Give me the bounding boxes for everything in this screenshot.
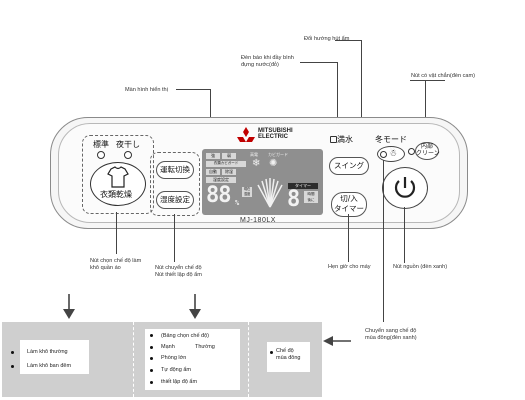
lcd-snowflake-icon: ❄ [252, 158, 261, 169]
lcd-icon-label-2: カビガード [268, 152, 288, 157]
annotation-internal-clean: Nút có vật chắn(đèn cam) [411, 73, 476, 79]
operation-modes-box [145, 329, 240, 390]
bullet [150, 357, 153, 360]
annotation-swing-direction: Đổi hướng hút ẩm [304, 36, 350, 42]
mode-option-normal: Thường [195, 344, 215, 350]
mode-switch-button[interactable]: 運転切換 [156, 161, 194, 179]
annotation-winter-mode: Chuyển sang chế độ mùa đông(đèn xanh) [365, 328, 417, 341]
lcd-hours-label: 時間 後に [304, 191, 318, 203]
swing-button[interactable]: スイング [329, 157, 369, 175]
brand-line-2: ELECTRIC [258, 134, 288, 140]
mode-humidity-group [150, 152, 200, 216]
annotation-tank-full: Đèn báo khi đầy bình đựng nước(đỏ) [241, 55, 294, 68]
brand-line-1: MITSUBISHI [258, 128, 293, 134]
lcd-cell-dehumidify: 除湿 [222, 169, 236, 175]
annotation-timer: Hẹn giờ cho máy [328, 264, 371, 270]
lcd-percent-unit: % [235, 199, 240, 207]
night-dry-label: 夜干し [116, 140, 140, 149]
clothes-dry-button[interactable]: 衣類乾燥 [90, 162, 146, 206]
column-separator [133, 322, 134, 397]
lcd-cell-strong: 強 [206, 153, 220, 159]
arrow-left-icon [323, 336, 351, 346]
winter-mode-label: 冬モード [375, 135, 407, 144]
water-full-label: 満水 [337, 135, 353, 144]
mode-option-winter: Chế độ mùa đông [276, 348, 301, 361]
water-full-indicator-icon [330, 136, 337, 143]
annotation-display-screen: Màn hình hiển thị [125, 87, 168, 93]
clothes-dry-group [82, 135, 154, 214]
lcd-cell-humidity-set: 湿度設定 [206, 177, 236, 183]
bullet [270, 351, 273, 354]
lcd-cell-mold-guard: 衣類カビガード [206, 161, 246, 167]
annotation-mode-humidity: Nút chuyển chế độ Nút thiết lập độ ẩm [155, 265, 202, 278]
bullet [11, 365, 14, 368]
lcd-humidity-digits: 88 [206, 183, 231, 208]
mode-option-strong: Mạnh [161, 344, 175, 350]
mode-option-large-room: Phòng lớn [161, 355, 187, 361]
night-dry-led [124, 151, 132, 159]
bullet [150, 334, 153, 337]
annotation-power: Nút nguồn (đèn xanh) [393, 264, 448, 270]
mitsubishi-logo-icon [237, 127, 255, 142]
column-separator [248, 322, 249, 397]
standard-led [97, 151, 105, 159]
mode-table-header: (Bảng chọn chế độ) [161, 333, 210, 339]
fan-swing-icon [257, 178, 283, 208]
annotation-clothes-dry: Nút chọn chế độ làm khô quần áo [90, 258, 142, 271]
bullet [150, 381, 153, 384]
timer-button[interactable]: 切/入 タイマー [331, 192, 367, 217]
internal-clean-button[interactable]: 内部 クリーン [415, 142, 440, 160]
mode-option-auto-humidity: Tự động ẩm [161, 367, 191, 373]
lcd-cell-weak: 弱 [222, 153, 236, 159]
mode-option-night-dry: Làm khô ban đêm [27, 363, 72, 369]
lcd-cell-auto: 自動 [206, 169, 220, 175]
lcd-current-humidity-label: 現在 湿度 [242, 187, 252, 197]
model-number: MJ-180LX [240, 217, 276, 224]
internal-clean-led [408, 148, 415, 155]
lcd-timer-digit: 8 [287, 187, 301, 212]
lcd-sun-icon: ✺ [269, 158, 278, 169]
winter-mode-button[interactable]: ☃ [377, 146, 405, 162]
bullet [11, 351, 14, 354]
brand-name: MITSUBISHI ELECTRIC [258, 128, 293, 140]
arrow-down-icon [63, 294, 75, 319]
lcd-display: 強 弱 衣類カビガード 自動 除湿 湿度設定 88 % 現在 湿度 高電 カビガ… [202, 149, 323, 215]
lcd-timer-label: タイマー [288, 183, 318, 189]
clothes-dry-modes-box [20, 340, 89, 374]
mode-option-normal-dry: Làm khô thường [27, 349, 68, 355]
standard-label: 標準 [93, 140, 109, 149]
shirt-icon [107, 166, 129, 188]
lcd-icon-label-1: 高電 [250, 152, 258, 157]
clothes-dry-label: 衣類乾燥 [100, 190, 132, 199]
power-icon [394, 177, 416, 198]
winter-mode-box [267, 342, 310, 372]
humidity-set-button[interactable]: 湿度設定 [156, 191, 194, 209]
winter-mode-icon: ☃ [389, 148, 398, 158]
bullet [150, 346, 153, 349]
power-button[interactable] [382, 167, 428, 209]
winter-mode-led [380, 151, 387, 158]
mode-option-set-humidity: thiết lập độ ẩm [161, 379, 198, 385]
arrow-down-icon [189, 294, 201, 319]
bullet [150, 369, 153, 372]
